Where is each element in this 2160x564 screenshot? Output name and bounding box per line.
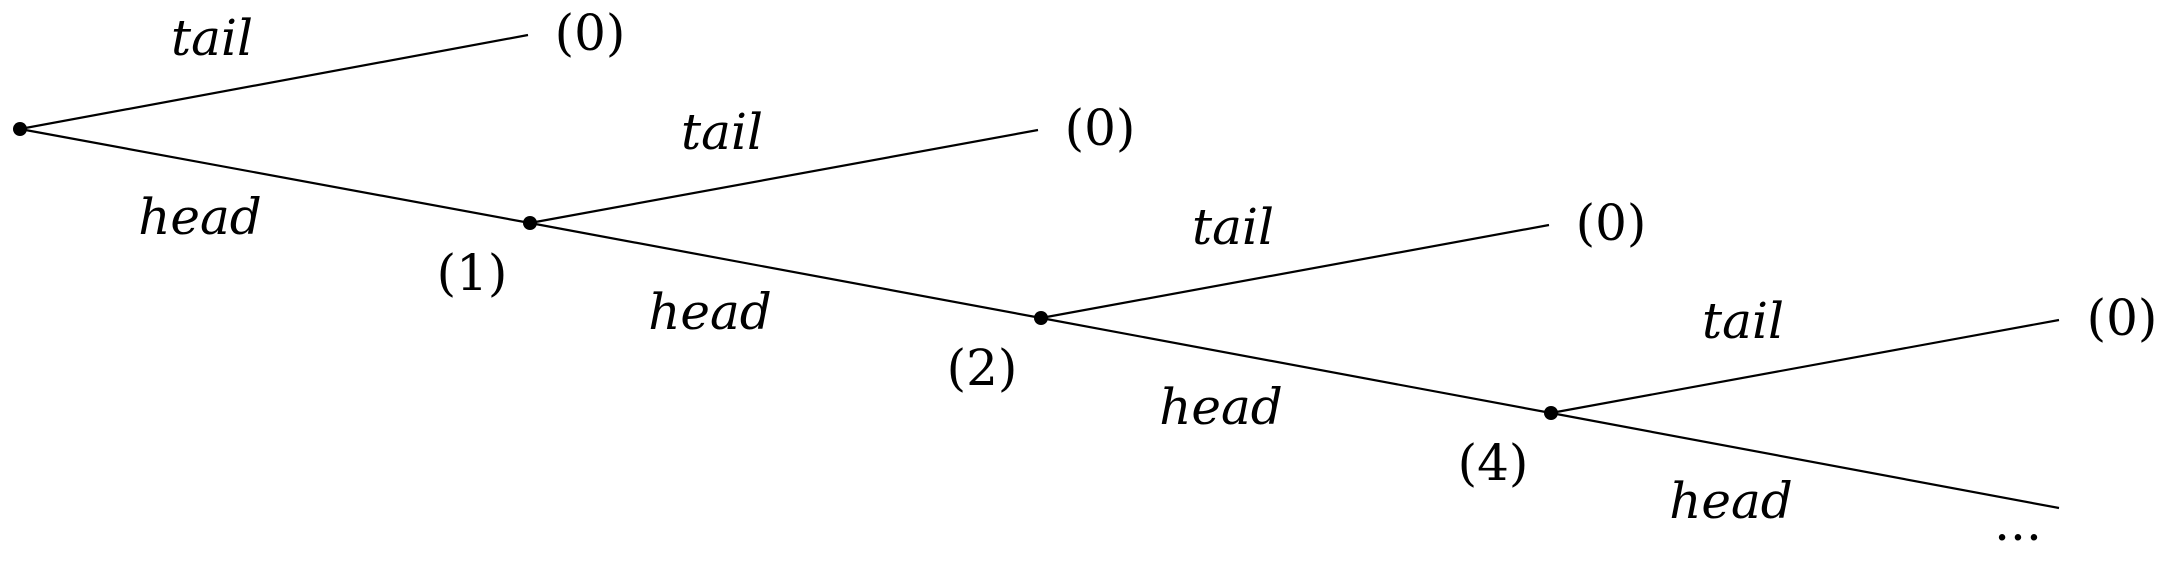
node-root [13,122,27,136]
head-edge-3 [1550,411,2060,510]
node-value-4: (4) [1458,434,1529,492]
head-label-3: head [1669,472,1793,530]
tail-label-2: tail [1192,198,1274,256]
tail-edge-3 [1550,318,2060,415]
node-1 [523,216,537,230]
tail-edge-2 [1040,223,1550,320]
tail-label-3: tail [1702,292,1784,350]
head-label-2: head [1159,378,1283,436]
node-4 [1544,406,1558,420]
tail-label-0: tail [171,9,253,67]
head-edge-0 [19,127,531,225]
head-edge-2 [1040,316,1552,415]
continuation-ellipsis: ... [1994,494,2042,552]
head-label-1: head [648,283,772,341]
head-label-0: head [138,188,262,246]
leaf-value-1: (0) [1065,99,1136,157]
tail-edge-0 [19,33,529,131]
leaf-value-3: (0) [2087,289,2158,347]
node-2 [1034,311,1048,325]
leaf-value-2: (0) [1576,194,1647,252]
node-value-1: (1) [437,244,508,302]
tail-label-1: tail [681,103,763,161]
tail-edge-1 [529,128,1039,225]
node-value-2: (2) [947,339,1018,397]
head-edge-1 [529,221,1042,320]
leaf-value-0: (0) [555,4,626,62]
